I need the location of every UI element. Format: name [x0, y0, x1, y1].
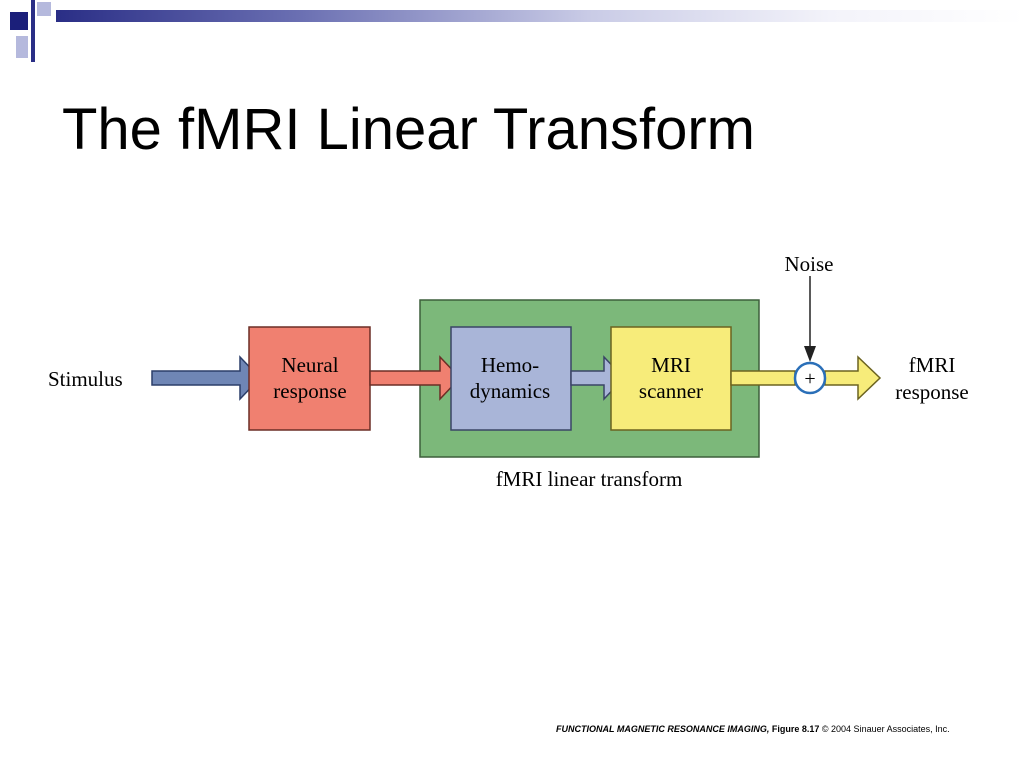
sum-symbol: +: [804, 368, 815, 390]
mri-scanner-block: [610, 326, 732, 431]
figure-credit: FUNCTIONAL MAGNETIC RESONANCE IMAGING, F…: [556, 724, 986, 734]
credit-book-title: FUNCTIONAL MAGNETIC RESONANCE IMAGING,: [556, 724, 770, 734]
output-label-line2: response: [895, 380, 968, 404]
stimulus-label: Stimulus: [48, 367, 123, 391]
slide-title: The fMRI Linear Transform: [62, 97, 755, 162]
output-arrow: [824, 355, 882, 401]
credit-figure-number: Figure 8.17: [771, 724, 820, 734]
scanner-block-label-line1: MRI: [651, 353, 691, 377]
credit-copyright: © 2004 Sinauer Associates, Inc.: [821, 724, 950, 734]
group-label: fMRI linear transform: [496, 467, 683, 491]
noise-label: Noise: [785, 252, 834, 276]
neural-to-hemo-arrow: [369, 355, 462, 401]
decor-gradient-bar: [56, 10, 1024, 22]
neural-response-block: [248, 326, 371, 431]
stimulus-arrow: [151, 355, 262, 401]
decor-square-navy: [10, 12, 28, 30]
scanner-to-sum-arrow: [730, 370, 796, 386]
output-label-line1: fMRI: [909, 353, 956, 377]
hemo-block-label-line2: dynamics: [470, 379, 550, 403]
decor-square-light: [37, 2, 51, 16]
decor-vertical-line: [31, 0, 35, 62]
sum-node: [793, 361, 827, 395]
hemo-block-label-line1: Hemo-: [481, 353, 539, 377]
neural-block-label-line2: response: [273, 379, 346, 403]
decor-square-light-lower: [16, 36, 28, 58]
scanner-block-label-line2: scanner: [639, 379, 703, 403]
hemodynamics-block: [450, 326, 572, 431]
neural-block-label-line1: Neural: [281, 353, 338, 377]
noise-arrow-head: [804, 346, 816, 362]
